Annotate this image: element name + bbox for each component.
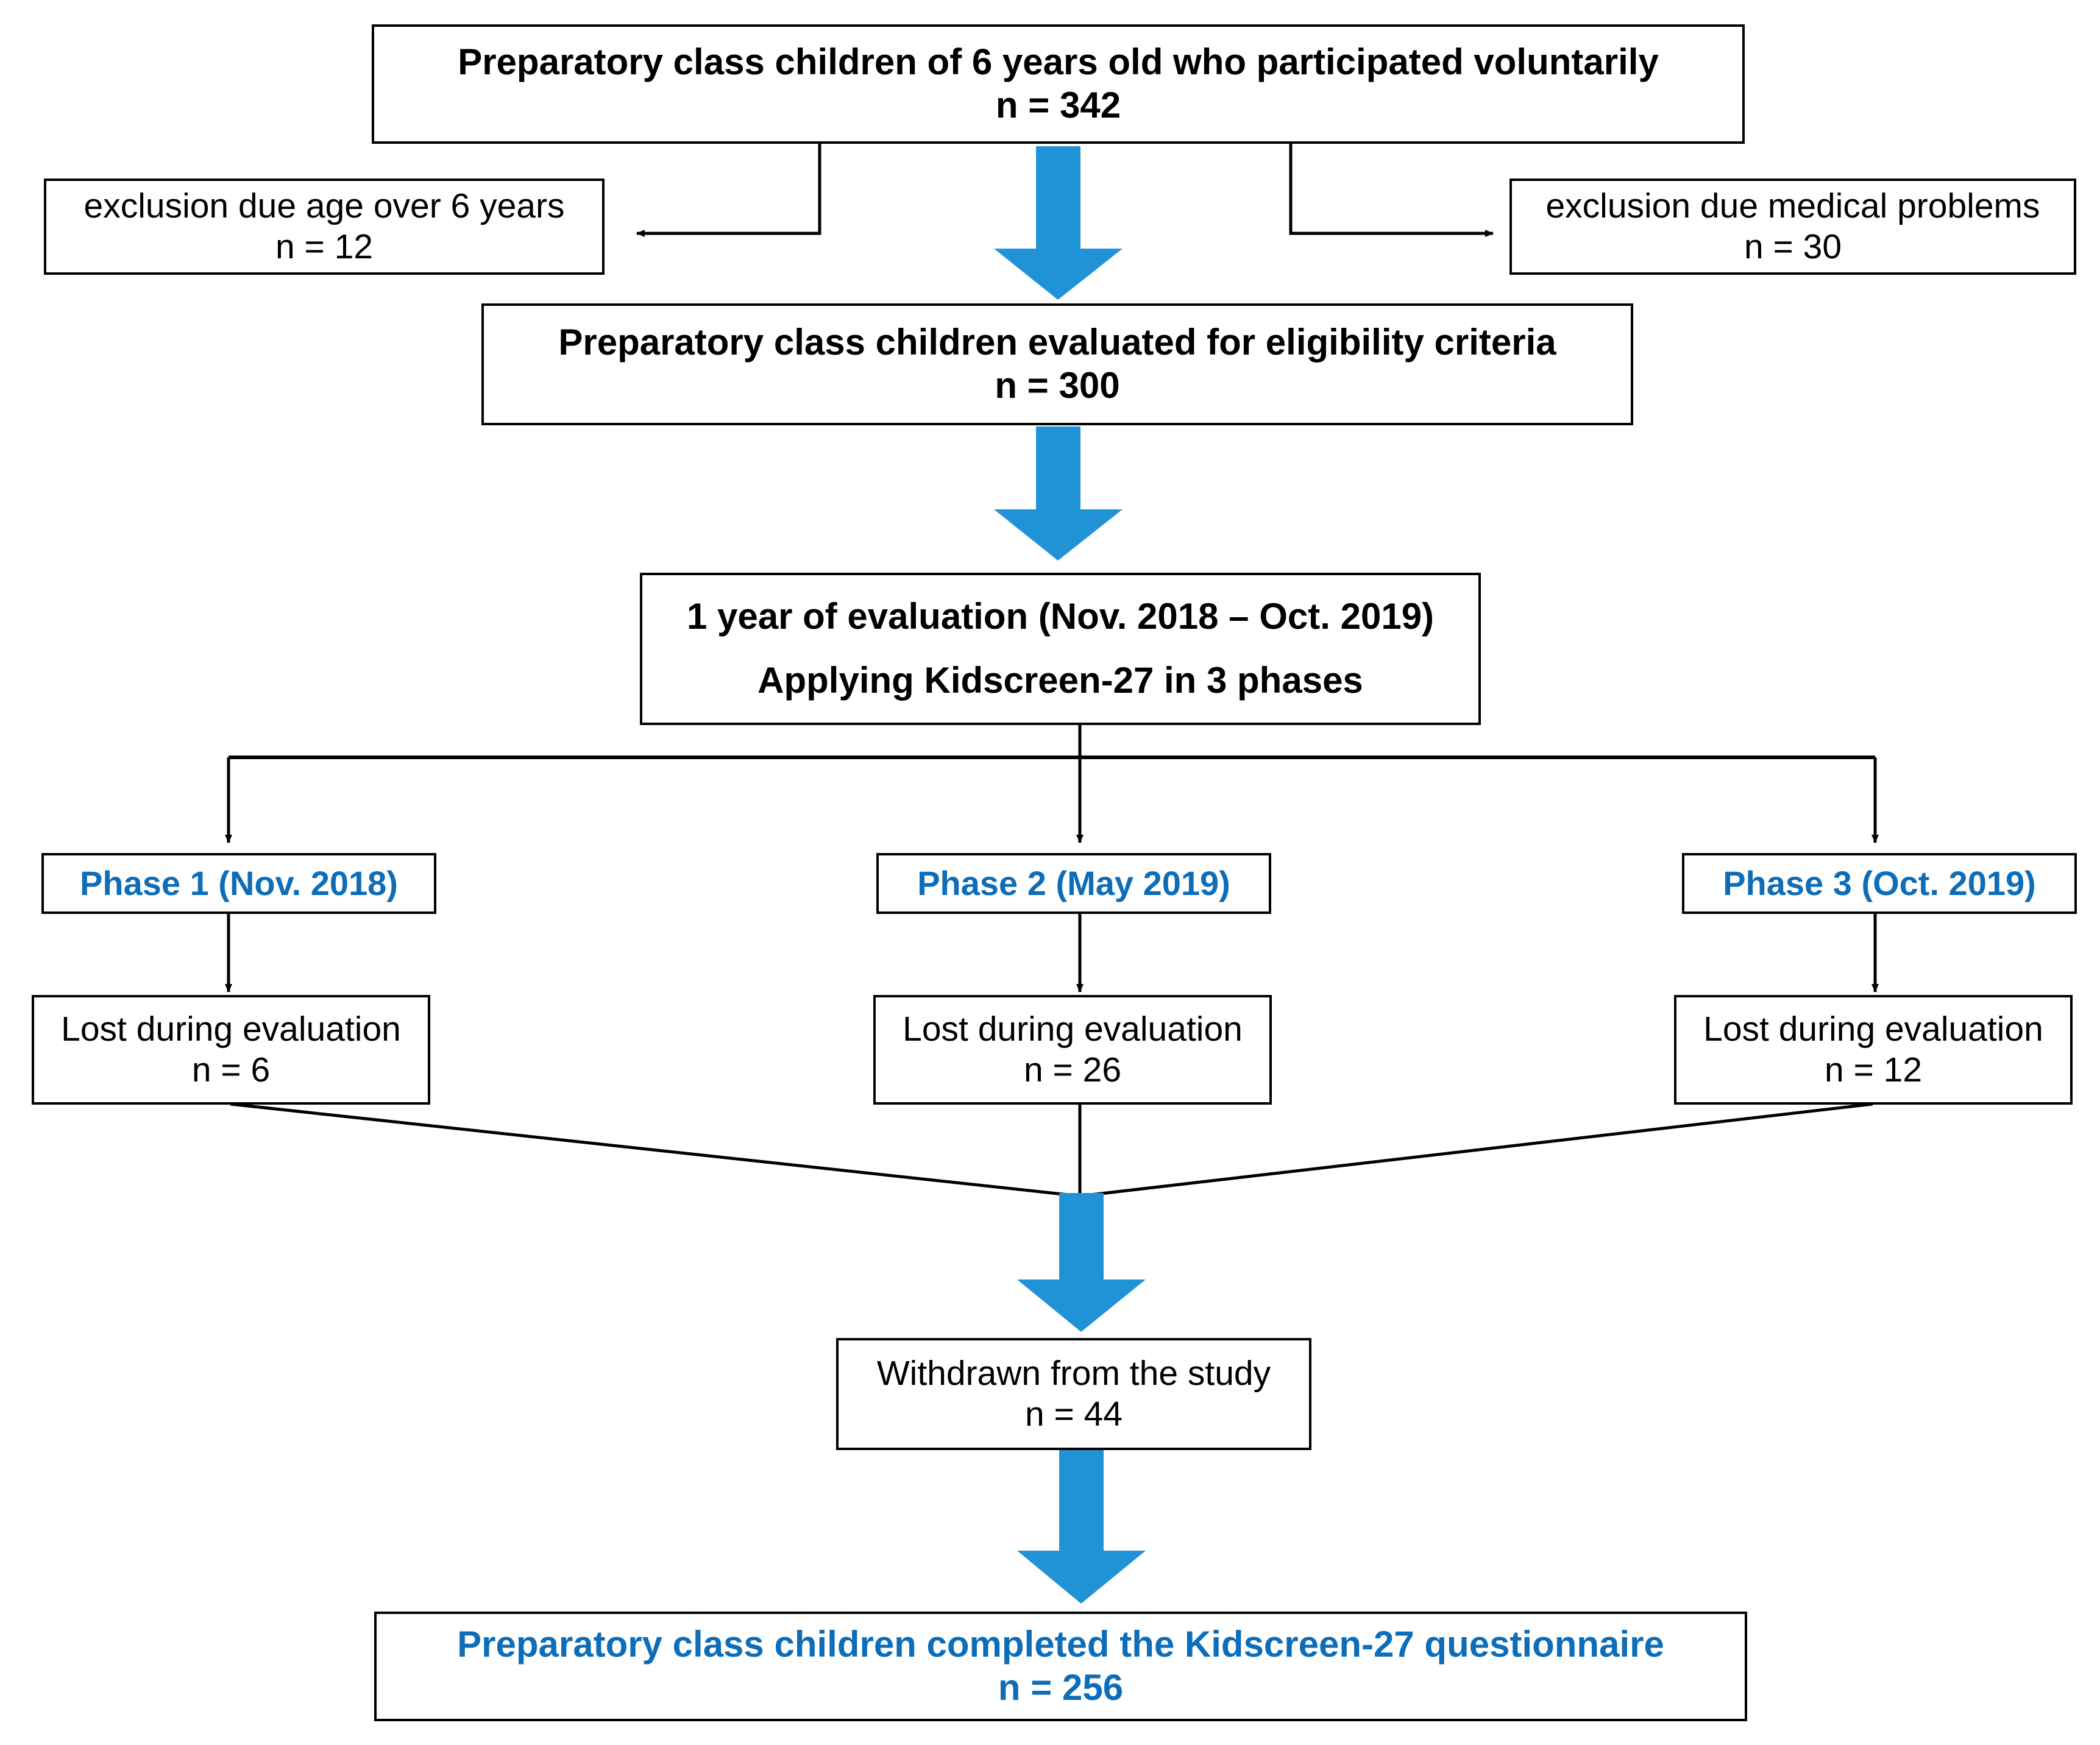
node-exclusion-age: exclusion due age over 6 years n = 12 (44, 179, 605, 275)
node-lost-phase-3-line2: n = 12 (1824, 1050, 1923, 1089)
blue-arrow-withdrawn-to-completed (1017, 1450, 1146, 1604)
node-evaluation: 1 year of evaluation (Nov. 2018 – Oct. 2… (640, 573, 1481, 725)
node-withdrawn-line2: n = 44 (1024, 1395, 1123, 1434)
node-evaluation-line1: 1 year of evaluation (Nov. 2018 – Oct. 2… (686, 596, 1435, 637)
blue-arrow-merge-to-withdrawn (1017, 1193, 1146, 1332)
node-enrolled: Preparatory class children of 6 years ol… (372, 24, 1745, 144)
node-exclusion-medical-line1: exclusion due medical problems (1545, 186, 2040, 225)
node-lost-phase-1: Lost during evaluation n = 6 (32, 995, 430, 1105)
node-phase-1: Phase 1 (Nov. 2018) (41, 853, 436, 914)
node-exclusion-age-line1: exclusion due age over 6 years (83, 186, 565, 225)
node-completed-line1: Preparatory class children completed the… (457, 1624, 1664, 1665)
node-evaluation-line2: Applying Kidscreen-27 in 3 phases (757, 660, 1363, 701)
connector-lost1-to-merge (230, 1102, 1080, 1198)
node-exclusion-medical-line2: n = 30 (1743, 227, 1842, 266)
node-eligibility-line1: Preparatory class children evaluated for… (558, 322, 1556, 363)
node-lost-phase-2-line1: Lost during evaluation (903, 1009, 1243, 1049)
node-exclusion-age-line2: n = 12 (275, 227, 374, 266)
connector-enrolled-to-exclusion-age (636, 143, 821, 237)
node-phase-2: Phase 2 (May 2019) (876, 853, 1271, 914)
node-phase-1-label: Phase 1 (Nov. 2018) (80, 863, 398, 902)
node-exclusion-medical: exclusion due medical problems n = 30 (1509, 179, 2076, 275)
node-lost-phase-1-line2: n = 6 (191, 1050, 271, 1089)
node-phase-2-label: Phase 2 (May 2019) (917, 863, 1230, 902)
node-enrolled-line1: Preparatory class children of 6 years ol… (458, 41, 1659, 83)
node-eligibility-line2: n = 300 (995, 365, 1120, 406)
node-lost-phase-2-line2: n = 26 (1023, 1050, 1122, 1089)
node-enrolled-line2: n = 342 (995, 85, 1121, 126)
blue-arrow-enrolled-to-eligibility (994, 146, 1123, 300)
blue-arrow-eligibility-to-evaluation (994, 427, 1123, 561)
node-lost-phase-3: Lost during evaluation n = 12 (1674, 995, 2073, 1105)
node-phase-3-label: Phase 3 (Oct. 2019) (1723, 863, 2036, 902)
node-lost-phase-2: Lost during evaluation n = 26 (873, 995, 1272, 1105)
node-withdrawn: Withdrawn from the study n = 44 (836, 1338, 1311, 1450)
connector-enrolled-to-exclusion-medical (1289, 143, 1494, 237)
node-lost-phase-1-line1: Lost during evaluation (61, 1009, 401, 1049)
node-lost-phase-3-line1: Lost during evaluation (1703, 1009, 2043, 1049)
connector-lost3-to-merge (1079, 1102, 1873, 1198)
node-withdrawn-line1: Withdrawn from the study (876, 1353, 1271, 1393)
node-completed-line2: n = 256 (998, 1667, 1124, 1708)
node-eligibility: Preparatory class children evaluated for… (481, 303, 1633, 425)
node-phase-3: Phase 3 (Oct. 2019) (1682, 853, 2077, 914)
node-completed: Preparatory class children completed the… (374, 1612, 1747, 1721)
